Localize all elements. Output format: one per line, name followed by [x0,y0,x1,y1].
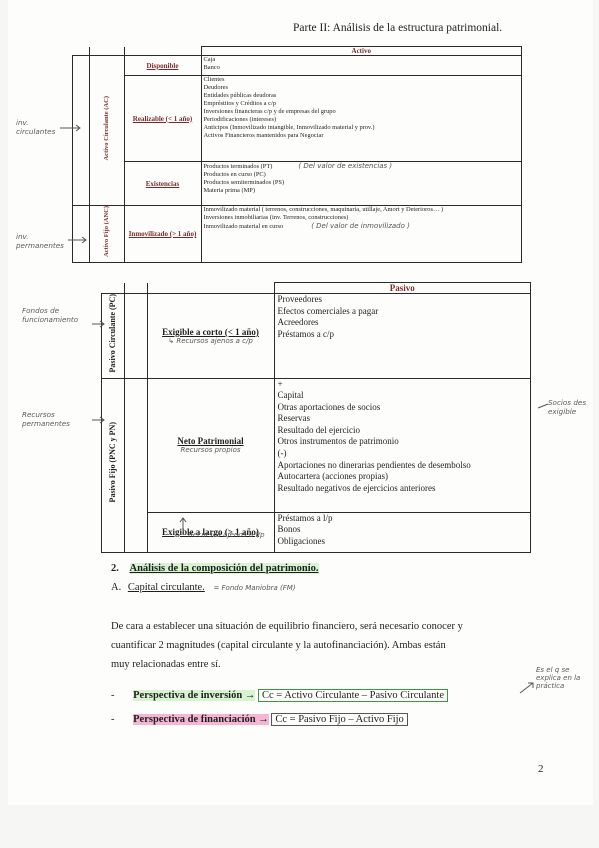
inmovilizado-items: Inmovilizado material ( terrenos, constr… [200,205,522,263]
list-item: Otras aportaciones de socios [277,401,381,412]
bullet-financiacion: - Perspectiva de financiación → Cc = Pas… [111,713,408,726]
list-item: Proveedores [277,294,323,304]
note-inv-permanentes: inv. permanentes [16,232,64,250]
list-item: Inversiones inmobiliarias (inv. Terrenos… [203,214,349,221]
curso-note: ( Del valor de inmovilizado ) [311,222,410,230]
neto-patrimonial-label: Neto Patrimonial [177,436,244,447]
list-item: Entidades públicas deudoras [203,92,277,99]
pasivo-title: Pasivo [273,282,531,294]
bullet-inversion: - Perspectiva de inversión → Cc = Activo… [111,689,449,702]
list-item: Inversiones financieras c/p y de empresa… [203,108,336,115]
list-item: Inmovilizado material ( terrenos, constr… [203,206,444,213]
neto-patrimonial-note: Recursos propios [180,446,241,455]
list-item: Banco [203,64,220,71]
subsection-a-title: Capital circulante. [127,582,205,593]
list-item: Otros instrumentos de patrimonio [277,436,399,447]
list-item: Resultado negativos de ejercicios anteri… [277,482,436,493]
page-header: Parte II: Análisis de la estructura patr… [293,22,503,34]
section-number: 2. [111,563,119,574]
note-inv-circulantes: inv. circulantes [16,118,56,136]
realizable-items: Clientes Deudores Entidades públicas deu… [200,75,522,162]
list-item: Autocartera (acciones propias) [277,471,388,482]
formula-inversion: Cc = Activo Circulante – Pasivo Circulan… [257,689,449,702]
existencias-note: ( Del valor de existencias ) [298,162,393,170]
activo-fijo-label: Activo Fijo (ANC) [103,206,110,257]
list-item: + [277,378,283,389]
list-item: (-) [277,448,287,459]
existencias-items: Productos terminados (PT)( Del valor de … [200,161,522,206]
realizable-label: Realizable (< 1 año) [123,75,202,162]
list-item: Periodificaciones (intereses) [203,116,277,123]
exigible-corto-cell: Exigible a corto (< 1 año) ↳ Recursos aj… [146,293,275,379]
list-item: Productos semiterminados (PS) [203,179,285,186]
formula-financiacion: Cc = Pasivo Fijo – Activo Fijo [271,713,408,726]
section-paragraph: De cara a establecer una situación de eq… [111,621,463,670]
inmovilizado-label: Inmovilizado (> 1 año) [123,205,202,263]
list-item: Productos en curso (PC) [203,171,266,178]
list-item: Aportaciones no dinerarias pendientes de… [277,459,471,470]
subsection-a: A. Capital circulante. = Fondo Maniobra … [111,582,296,593]
note-ajenos-lp: Recursos ajenos a l/p [188,530,265,539]
note-practica: Es el q se explica en la práctica [536,666,581,690]
exigible-largo-label: Exigible a largo (> 1 año) [146,511,275,553]
exigible-corto-note: ↳ Recursos ajenos a c/p [168,336,253,345]
note-recursos-permanentes: Recursos permanentes [22,410,70,428]
disponible-label: Disponible [123,55,202,76]
list-item: Acreedores [277,317,319,328]
section-2-heading: 2. Análisis de la composición del patrim… [111,563,319,574]
neto-patrimonial-cell: Neto Patrimonial Recursos propios [146,377,275,513]
list-item: Activos Financieros mantenidos para Nego… [203,132,324,139]
section-title: Análisis de la composición del patrimoni… [129,563,319,574]
existencias-label: Existencias [123,161,202,206]
list-item: Productos terminados (PT)( Del valor de … [203,162,393,170]
subsection-a-note: = Fondo Maniobra (FM) [213,584,296,592]
arrow-annotations [60,124,87,244]
pasivo-arrow-annotations [92,320,549,532]
activo-table: Activo Activo Circulante (AC) Disponible… [72,46,522,263]
list-item: Obligaciones [277,535,326,546]
list-item: Caja [203,56,216,63]
list-item: Materia prima (MP) [203,187,255,194]
activo-circulante-label-cell: Activo Circulante (AC) [88,55,125,206]
exigible-largo-items: Préstamos a l/p Bonos Obligaciones [273,511,531,553]
disponible-items: Caja Banco [200,55,522,76]
list-item: Capital [277,390,304,401]
list-item: Anticipos (Inmovilizado intangible, Inmo… [203,124,375,131]
activo-fijo-label-cell: Activo Fijo (ANC) [88,205,125,263]
list-item: Deudores [203,84,229,91]
note-practica-arrow [519,682,534,694]
bullet-inversion-label: Perspectiva de inversión → [133,690,256,701]
pasivo-table: Pasivo Pasivo Circulante (PC) Exigible a… [101,282,531,553]
bullet-financiacion-label: Perspectiva de financiación → [133,714,269,725]
document-page: Parte II: Análisis de la estructura patr… [8,0,593,805]
list-item: Resultado del ejercicio [277,424,360,435]
exigible-corto-label: Exigible a corto (< 1 año) [162,326,259,337]
list-item: Clientes [203,76,225,83]
list-item: Bonos [277,524,301,535]
list-item: Reservas [277,413,311,424]
activo-title: Activo [200,46,522,56]
note-socios: Socios des exigible [548,398,587,416]
list-item: Inmovilizado material en curso( Del valo… [203,222,410,230]
list-item: Empréstitos y Créditos a c/p [203,100,276,107]
list-item: Efectos comerciales a pagar [277,305,379,316]
exigible-corto-items: Proveedores Efectos comerciales a pagar … [273,293,531,379]
list-item: Préstamos a l/p [277,512,333,523]
page-number: 2 [538,763,544,775]
note-fondos: Fondos de funcionamiento [22,306,79,324]
neto-patrimonial-items: + Capital Otras aportaciones de socios R… [273,377,531,513]
list-item: Préstamos a c/p [277,328,335,339]
activo-circulante-label: Activo Circulante (AC) [103,95,110,161]
